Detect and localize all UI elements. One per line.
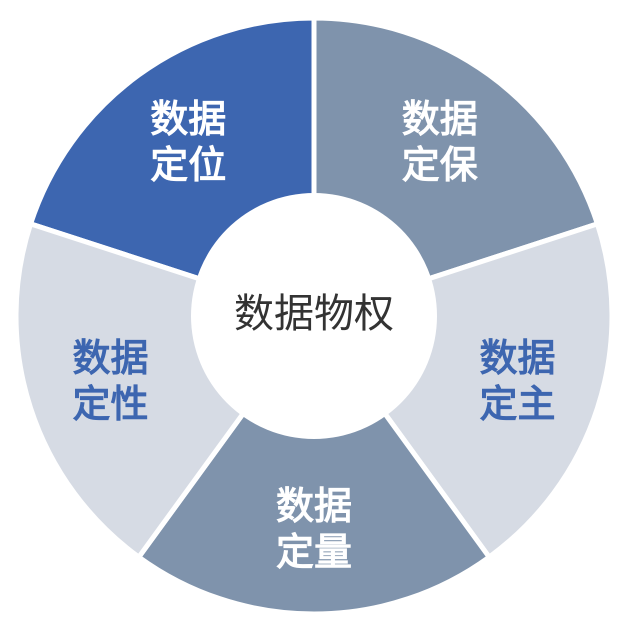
segment-label-line2: 定量 [276, 530, 352, 574]
segment-label-5: 数据定性 [72, 336, 148, 426]
segment-label-1: 数据定位 [150, 96, 226, 186]
segment-label-line2: 定主 [479, 382, 555, 426]
segment-label-line1: 数据 [150, 96, 226, 140]
segment-label-2: 数据定保 [402, 96, 479, 186]
segment-label-line1: 数据 [72, 336, 148, 380]
center-hub [191, 193, 437, 439]
segment-label-line1: 数据 [479, 336, 555, 380]
segment-label-line1: 数据 [276, 484, 352, 528]
segment-label-line2: 定性 [72, 382, 148, 426]
segment-label-3: 数据定主 [479, 336, 555, 426]
segment-label-line2: 定位 [150, 142, 226, 186]
segment-label-line1: 数据 [402, 96, 478, 140]
segment-label-line2: 定保 [402, 142, 479, 186]
center-label: 数据物权 [234, 291, 394, 337]
wheel-segment-4 [136, 313, 492, 617]
segment-label-4: 数据定量 [276, 484, 352, 574]
